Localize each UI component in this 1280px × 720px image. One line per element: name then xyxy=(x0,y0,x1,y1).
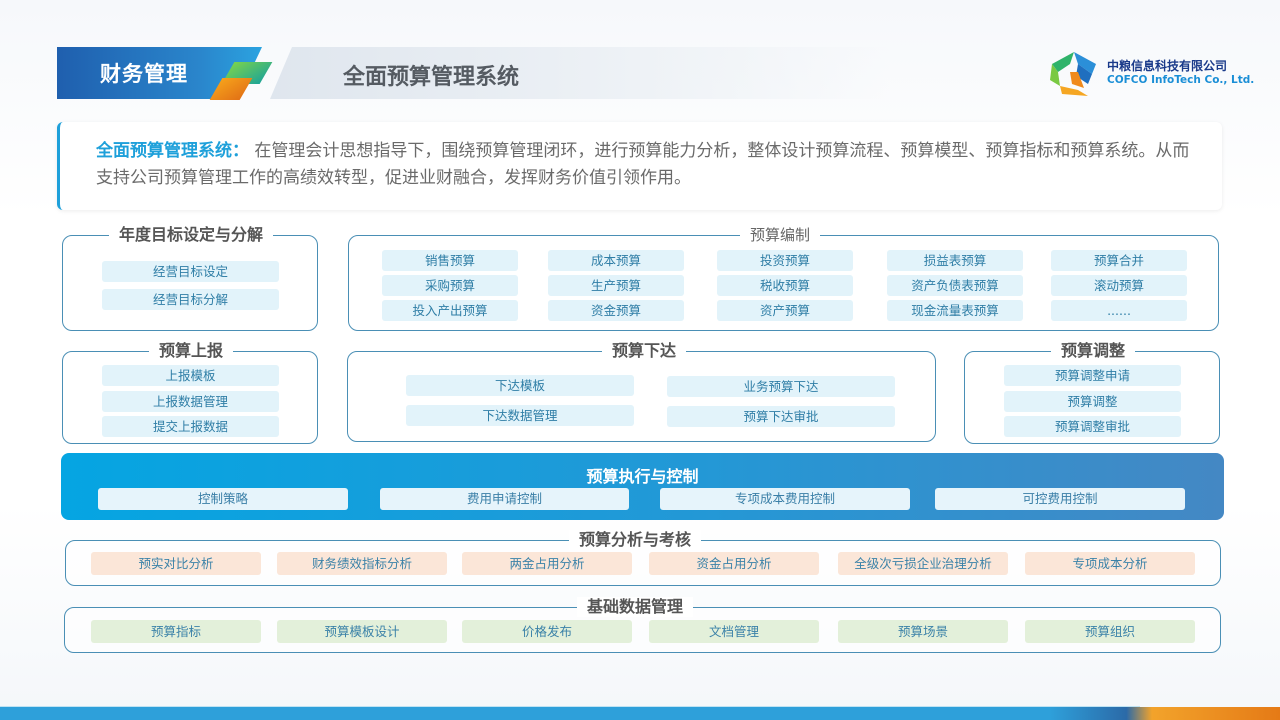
chip-base-1[interactable]: 预算指标 xyxy=(91,620,261,643)
chip-compile-8[interactable]: 税收预算 xyxy=(717,275,853,296)
chip-compile-13[interactable]: 资产预算 xyxy=(717,300,853,321)
title-banner xyxy=(270,47,890,99)
group-execution-control: 预算执行与控制 控制策略 费用申请控制 专项成本费用控制 可控费用控制 xyxy=(61,453,1224,520)
footer-band xyxy=(0,707,1280,720)
chip-exec-4[interactable]: 可控费用控制 xyxy=(935,488,1185,510)
chip-issue-4[interactable]: 预算下达审批 xyxy=(667,406,895,427)
chip-analysis-4[interactable]: 资金占用分析 xyxy=(649,552,819,575)
company-name-en: COFCO InfoTech Co., Ltd. xyxy=(1107,74,1255,86)
chip-compile-9[interactable]: 资产负债表预算 xyxy=(887,275,1023,296)
group-title: 预算调整 xyxy=(1051,341,1136,361)
chip-base-2[interactable]: 预算模板设计 xyxy=(277,620,447,643)
group-base-data: 基础数据管理 预算指标 预算模板设计 价格发布 文档管理 预算场景 预算组织 xyxy=(64,597,1221,653)
intro-label: 全面预算管理系统： xyxy=(96,141,249,161)
group-title: 年度目标设定与分解 xyxy=(109,225,274,245)
execution-title: 预算执行与控制 xyxy=(586,467,699,486)
chip-adjust-2[interactable]: 预算调整 xyxy=(1004,391,1181,412)
chip-compile-2[interactable]: 成本预算 xyxy=(548,250,684,271)
page-title: 全面预算管理系统 xyxy=(343,65,520,90)
footer-divider xyxy=(0,706,1140,707)
group-title: 预算上报 xyxy=(149,341,234,361)
chip-analysis-1[interactable]: 预实对比分析 xyxy=(91,552,261,575)
group-annual-target: 年度目标设定与分解 经营目标设定 经营目标分解 xyxy=(62,225,318,331)
chip-analysis-3[interactable]: 两金占用分析 xyxy=(462,552,632,575)
chip-compile-12[interactable]: 资金预算 xyxy=(548,300,684,321)
group-budget-issue: 预算下达 下达模板 业务预算下达 下达数据管理 预算下达审批 xyxy=(347,341,936,442)
chip-exec-2[interactable]: 费用申请控制 xyxy=(380,488,629,510)
company-name-cn: 中粮信息科技有限公司 xyxy=(1107,59,1228,73)
chip-compile-more[interactable]: ...... xyxy=(1051,300,1187,321)
group-budget-report: 预算上报 上报模板 上报数据管理 提交上报数据 xyxy=(62,341,318,444)
chip-issue-3[interactable]: 下达数据管理 xyxy=(406,405,634,426)
company-logo-icon xyxy=(1050,52,1096,96)
chip-report-3[interactable]: 提交上报数据 xyxy=(102,416,279,437)
group-title: 预算编制 xyxy=(740,225,821,245)
chip-compile-5[interactable]: 预算合并 xyxy=(1051,250,1187,271)
chip-issue-1[interactable]: 下达模板 xyxy=(406,375,634,396)
group-title: 预算下达 xyxy=(602,341,687,361)
chip-analysis-6[interactable]: 专项成本分析 xyxy=(1025,552,1195,575)
chip-analysis-5[interactable]: 全级次亏损企业治理分析 xyxy=(838,552,1008,575)
chip-compile-14[interactable]: 现金流量表预算 xyxy=(887,300,1023,321)
chip-compile-1[interactable]: 销售预算 xyxy=(382,250,518,271)
chip-annual-target-1[interactable]: 经营目标设定 xyxy=(102,261,279,282)
section-label: 财务管理 xyxy=(100,62,188,86)
intro-text: 在管理会计思想指导下，围绕预算管理闭环，进行预算能力分析，整体设计预算流程、预算… xyxy=(96,141,1190,188)
group-budget-adjust: 预算调整 预算调整申请 预算调整 预算调整审批 xyxy=(964,341,1220,444)
group-title: 基础数据管理 xyxy=(577,597,694,617)
chip-adjust-3[interactable]: 预算调整审批 xyxy=(1004,416,1181,437)
chip-report-2[interactable]: 上报数据管理 xyxy=(102,391,279,412)
group-analysis: 预算分析与考核 预实对比分析 财务绩效指标分析 两金占用分析 资金占用分析 全级… xyxy=(65,530,1221,586)
chip-compile-11[interactable]: 投入产出预算 xyxy=(382,300,518,321)
group-title: 预算分析与考核 xyxy=(569,530,702,550)
chip-compile-3[interactable]: 投资预算 xyxy=(717,250,853,271)
chip-exec-1[interactable]: 控制策略 xyxy=(98,488,348,510)
chip-report-1[interactable]: 上报模板 xyxy=(102,365,279,386)
chip-base-6[interactable]: 预算组织 xyxy=(1025,620,1195,643)
chip-compile-6[interactable]: 采购预算 xyxy=(382,275,518,296)
chip-base-5[interactable]: 预算场景 xyxy=(838,620,1008,643)
chip-compile-4[interactable]: 损益表预算 xyxy=(887,250,1023,271)
chip-compile-7[interactable]: 生产预算 xyxy=(548,275,684,296)
group-budget-compile: 预算编制 销售预算 成本预算 投资预算 损益表预算 预算合并 采购预算 生产预算… xyxy=(348,225,1219,331)
chip-analysis-2[interactable]: 财务绩效指标分析 xyxy=(277,552,447,575)
chip-exec-3[interactable]: 专项成本费用控制 xyxy=(660,488,910,510)
chip-compile-10[interactable]: 滚动预算 xyxy=(1051,275,1187,296)
chip-base-3[interactable]: 价格发布 xyxy=(462,620,632,643)
chip-annual-target-2[interactable]: 经营目标分解 xyxy=(102,289,279,310)
chip-base-4[interactable]: 文档管理 xyxy=(649,620,819,643)
chip-adjust-1[interactable]: 预算调整申请 xyxy=(1004,365,1181,386)
chip-issue-2[interactable]: 业务预算下达 xyxy=(667,376,895,397)
intro-panel: 全面预算管理系统： 在管理会计思想指导下，围绕预算管理闭环，进行预算能力分析，整… xyxy=(57,122,1222,210)
